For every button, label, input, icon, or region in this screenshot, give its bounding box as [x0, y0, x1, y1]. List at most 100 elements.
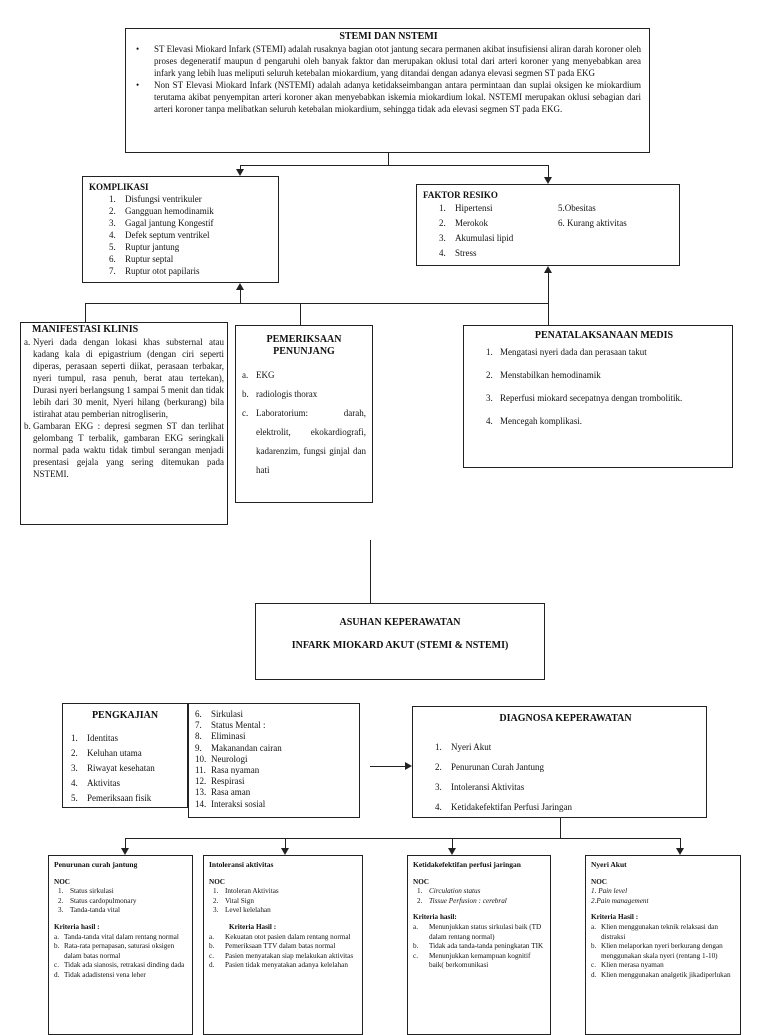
penatalaksanaan-box: PENATALAKSANAAN MEDIS 1.Mengatasi nyeri … — [463, 325, 733, 468]
list-item: 7.Ruptur otot papilaris — [109, 265, 272, 277]
list-item: 6.Ruptur septal — [109, 253, 272, 265]
list-text: Akumulasi lipid — [455, 233, 514, 243]
list-text: Hipertensi — [455, 203, 493, 213]
list-text: Vital Sign — [225, 896, 254, 905]
list-text: Keluhan utama — [87, 748, 142, 758]
asuhan-title: ASUHAN KEPERAWATAN — [339, 617, 461, 628]
list-marker: 1. — [486, 347, 493, 357]
list-item: b.Pemeriksaan TTV dalam batas normal — [209, 942, 357, 952]
list-text: Tidak ada sianosis, retrakasi dinding da… — [64, 961, 185, 970]
list-item: b.radiologis thorax — [242, 385, 366, 404]
list-item: b. Tidak ada tanda-tanda peningkatan TIK — [413, 942, 545, 952]
list-text: Rasa nyaman — [211, 765, 260, 776]
card-title: Penurunan curah jantung — [54, 860, 138, 869]
list-text: Sirkulasi — [211, 709, 244, 719]
list-item: d.Klien menggunakan analgetik jikadiperl… — [591, 971, 735, 981]
list-item: 8.Eliminasi — [195, 731, 353, 742]
list-item: 2. Keluhan utama — [71, 746, 179, 761]
list-text: Tidak ada tanda-tanda peningkatan TIK — [429, 942, 544, 951]
list-item: 5.Obesitas — [558, 203, 596, 213]
list-item: 3.Tanda-tanda vital — [58, 906, 187, 916]
list-item: c. Pasien menyatakan siap melakukan aktiv… — [209, 952, 357, 962]
list-text: Kekuatan otot pasien dalam rentang norma… — [225, 932, 351, 941]
list-item: 2.Tissue Perfusion : cerebral — [417, 897, 545, 907]
connector — [548, 272, 550, 325]
list-marker: 2. — [109, 206, 116, 216]
connector — [370, 766, 406, 768]
list-text: Tissue Perfusion : cerebral — [429, 896, 507, 905]
list-marker: 3. — [58, 906, 64, 915]
list-text: Penurunan Curah Jantung — [451, 762, 544, 772]
arrow-down-icon — [281, 848, 289, 855]
list-text: Mengatasi nyeri dada dan perasaan takut — [500, 347, 647, 357]
list-marker: 13. — [195, 787, 207, 798]
list-text: Klien menggunakan analgetik jikadiperluk… — [601, 970, 731, 979]
faktor-resiko-title: FAKTOR RESIKO — [423, 190, 498, 200]
list-text: Nyeri Akut — [451, 742, 492, 752]
list-text: Defek septum ventrikel — [125, 230, 210, 240]
list-marker: 10. — [195, 753, 207, 764]
list-marker: 4. — [71, 778, 78, 788]
list-item: a.Menunjukkan status sirkulasi baik (TD … — [413, 923, 545, 942]
connector — [560, 818, 562, 838]
list-marker: b. — [54, 942, 60, 951]
noc-label: NOC — [413, 877, 429, 886]
connector — [285, 838, 287, 849]
list-item: 4.Stress — [439, 246, 558, 261]
list-text: Circulation status — [429, 887, 481, 896]
list-item: 2.Pain management — [591, 897, 735, 907]
connector — [680, 838, 682, 849]
list-item: 11.Rasa nyaman — [195, 765, 353, 776]
list-marker: 9. — [195, 742, 202, 753]
bullet-item: •Non ST Elevasi Miokard Infark (NSTEMI) … — [136, 79, 641, 115]
kriteria-hasil-label: Kriteria hasil: — [413, 913, 457, 922]
list-marker: d. — [54, 970, 60, 979]
list-marker: b. — [591, 942, 597, 951]
noc-label: NOC — [54, 877, 70, 886]
list-marker: a. — [413, 922, 418, 931]
list-text: Makanandan cairan — [211, 742, 282, 753]
pemeriksaan-title: PEMERIKSAAN PENUNJANG — [266, 334, 342, 357]
list-marker: a. — [54, 932, 59, 941]
list-marker: 7. — [109, 266, 116, 276]
connector — [125, 838, 681, 840]
list-item: 1.Status sirkulasi — [58, 887, 187, 897]
list-text: Status sirkulasi — [70, 887, 114, 896]
list-text: Menunjukkan kemampuan kognitif baik( ber… — [429, 951, 531, 970]
list-text: Klien merasa nyaman — [601, 961, 664, 970]
list-marker: 1. — [109, 194, 116, 204]
list-marker: 3. — [486, 393, 493, 403]
list-text: Gagal jantung Kongestif — [125, 218, 214, 228]
list-text: Gangguan hemodinamik — [125, 206, 214, 216]
list-marker: 4. — [439, 248, 446, 258]
list-item: 6. Kurang aktivitas — [558, 218, 627, 228]
list-marker: 3. — [435, 782, 442, 792]
list-marker: c. — [209, 951, 214, 960]
list-marker: 8. — [195, 731, 202, 742]
list-marker: 2. — [71, 748, 78, 758]
list-item: 1. Mengatasi nyeri dada dan perasaan taku… — [486, 346, 722, 358]
list-marker: b. — [413, 942, 419, 951]
noc-label: NOC — [209, 877, 225, 886]
list-marker: 2. — [486, 370, 493, 380]
list-item: 3.Riwayat kesehatan — [71, 761, 179, 776]
list-marker: b. — [24, 421, 31, 431]
connector — [240, 165, 549, 167]
list-item: 4.Mencegah komplikasi. — [486, 415, 722, 427]
bullet-icon: • — [136, 80, 140, 90]
list-item: a.Nyeri dada dengan lokasi khas substern… — [24, 336, 224, 420]
list-marker: 1. — [213, 887, 219, 896]
kriteria-hasil-label: Kriteria Hasil : — [229, 922, 277, 931]
list-item: 6.Sirkulasi — [195, 709, 353, 720]
list-marker: 2. — [213, 896, 219, 905]
noc-label: NOC — [591, 877, 607, 886]
list-text: radiologis thorax — [256, 389, 318, 399]
list-text: Status cardopulmonary — [70, 896, 137, 905]
list-item: d.Tidak adadistensi vena leher — [54, 971, 187, 981]
list-text: Pasien menyatakan siap melakukan aktivit… — [225, 951, 354, 960]
list-marker: 12. — [195, 776, 207, 787]
list-item: 3.Akumulasi lipid — [439, 231, 558, 246]
list-item: 4.Ketidakefektifan Perfusi Jaringan — [435, 797, 696, 817]
